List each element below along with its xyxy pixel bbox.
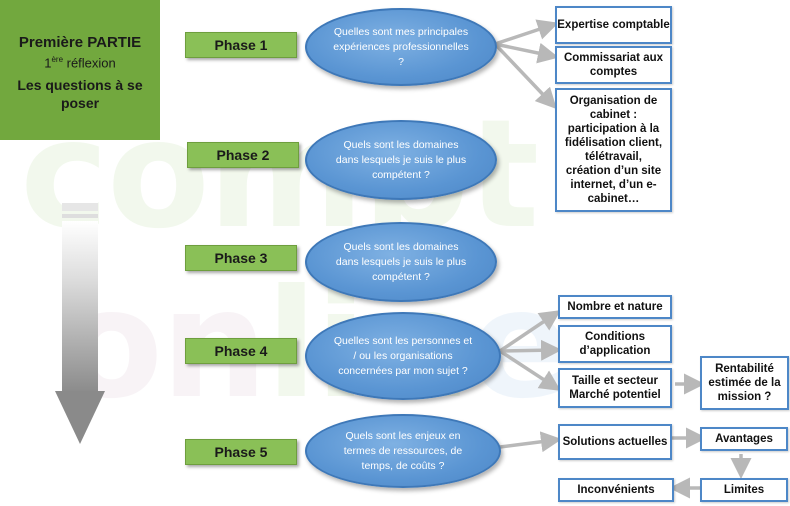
outcome-rentabilite: Rentabilité estimée de la mission ? bbox=[700, 356, 789, 410]
partie-title: Première PARTIE bbox=[18, 34, 142, 51]
phase-5-question: Quels sont les enjeux en termes de resso… bbox=[305, 414, 501, 488]
outcome-expertise-comptable: Expertise comptable bbox=[555, 6, 672, 44]
phase-4-question: Quelles sont les personnes et / ou les o… bbox=[305, 312, 501, 400]
outcome-inconvenients: Inconvénients bbox=[558, 478, 674, 502]
outcome-commissariat: Commissariat aux comptes bbox=[555, 46, 672, 84]
outcome-conditions: Conditions d’application bbox=[558, 325, 672, 363]
phase-2-label: Phase 2 bbox=[187, 142, 299, 168]
partie-header: Première PARTIE 1ère réflexion Les quest… bbox=[0, 0, 160, 188]
outcome-taille-secteur: Taille et secteur Marché potentiel bbox=[558, 368, 672, 408]
phase-5-label: Phase 5 bbox=[185, 439, 297, 465]
vertical-flow-arrow bbox=[55, 203, 105, 444]
partie-subtitle: 1ère réflexion bbox=[44, 55, 116, 71]
phase-2-question: Quels sont les domaines dans lesquels je… bbox=[305, 120, 497, 200]
phase-1-label: Phase 1 bbox=[185, 32, 297, 58]
outcome-solutions-actuelles: Solutions actuelles bbox=[558, 424, 672, 460]
outcome-limites: Limites bbox=[700, 478, 788, 502]
phase-1-question: Quelles sont mes principales expériences… bbox=[305, 8, 497, 86]
outcome-organisation-cabinet: Organisation de cabinet : participation … bbox=[555, 88, 672, 212]
outcome-nombre-nature: Nombre et nature bbox=[558, 295, 672, 319]
phase-4-label: Phase 4 bbox=[185, 338, 297, 364]
partie-questions: Les questions à se poser bbox=[17, 77, 143, 112]
phase-3-label: Phase 3 bbox=[185, 245, 297, 271]
partie-header-shape bbox=[0, 0, 160, 140]
outcome-avantages: Avantages bbox=[700, 427, 788, 451]
phase-3-question: Quels sont les domaines dans lesquels je… bbox=[305, 222, 497, 302]
